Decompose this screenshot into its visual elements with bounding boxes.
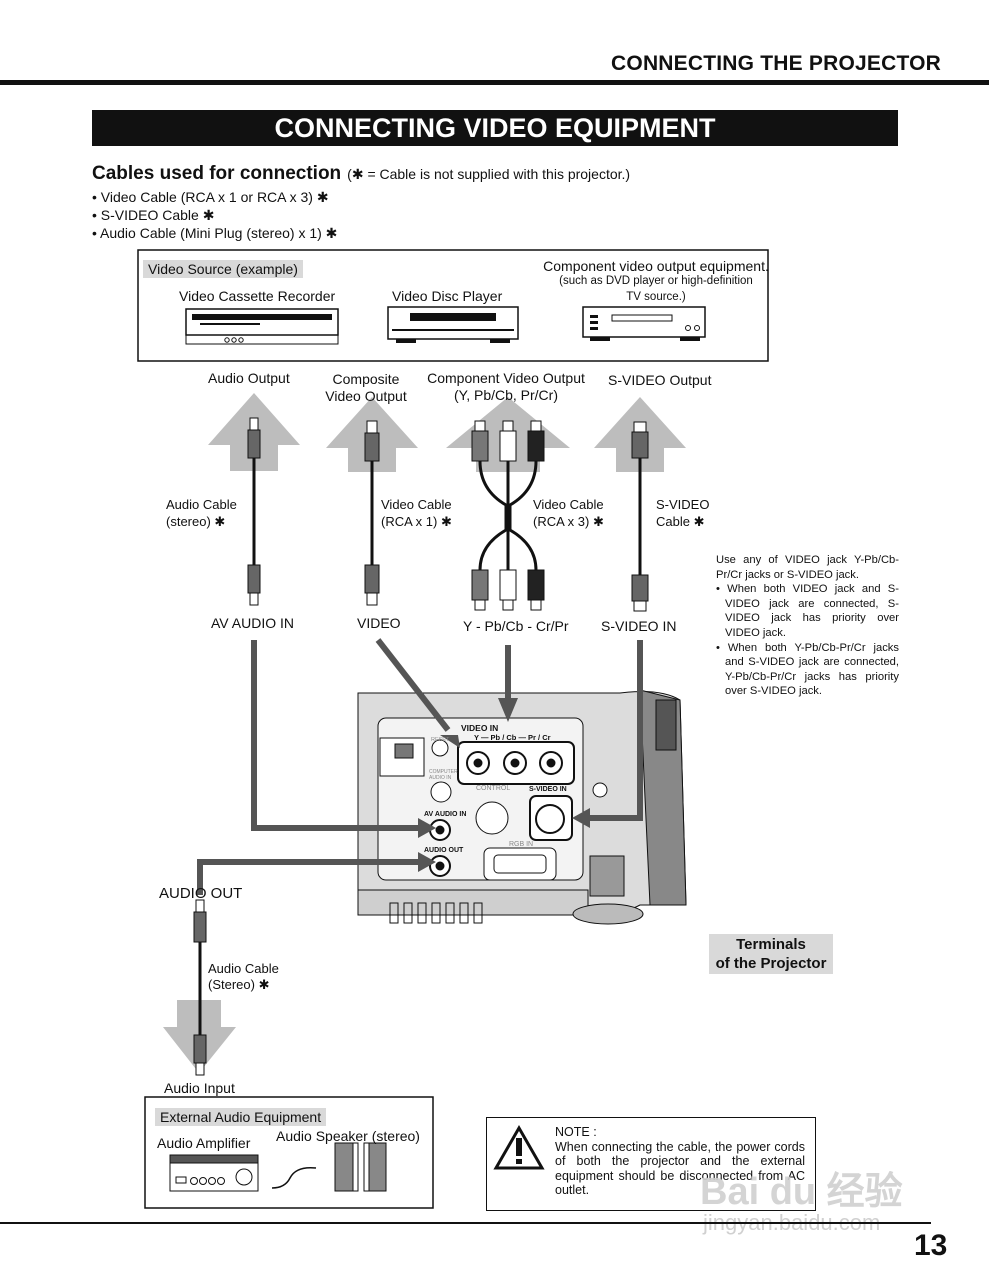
connection-arrowheads (418, 698, 590, 872)
panel-computer-audio-label-2: AUDIO IN (429, 775, 452, 781)
cable-item-svideo: • S-VIDEO Cable ✱ (92, 207, 215, 223)
audio-out-cable (193, 899, 207, 1076)
audio-amplifier-label: Audio Amplifier (157, 1135, 251, 1151)
side-note-bullet-2: • When both Y-Pb/Cb-Pr/Cr jacks and S-VI… (716, 641, 899, 698)
video-source-tag: Video Source (example) (143, 260, 303, 278)
panel-audio-out-label: AUDIO OUT (424, 847, 464, 854)
projector-illustration (357, 689, 687, 925)
audio-speaker-label: Audio Speaker (stereo) (276, 1128, 420, 1144)
section-header: CONNECTING THE PROJECTOR (611, 52, 941, 75)
video-cable-rca1-label-1: Video Cable (381, 497, 452, 512)
panel-reset-label: RESET (431, 737, 450, 743)
cables-heading-text: Cables used for connection (92, 163, 342, 184)
disc-player-label: Video Disc Player (392, 288, 503, 304)
external-audio-tag: External Audio Equipment (155, 1108, 327, 1126)
audio-cable-label-1: Audio Cable (166, 497, 237, 512)
header-rule (0, 80, 989, 85)
vcr-device-icon (185, 308, 339, 345)
output-arrows (208, 393, 686, 472)
composite-output-label-2: Video Output (325, 388, 407, 404)
component-in-label: Y - Pb/Cb - Cr/Pr (463, 618, 569, 634)
video-cable-rca3-label-2: (RCA x 3) ✱ (533, 514, 604, 529)
disc-player-icon (387, 306, 519, 343)
component-cable (471, 420, 545, 611)
svideo-cable-label-2: Cable ✱ (656, 514, 705, 529)
watermark-brand: Bai du 经验 (700, 1171, 903, 1213)
audio-out-cable-label-1: Audio Cable (208, 961, 279, 976)
component-output-label-2: (Y, Pb/Cb, Pr/Cr) (454, 387, 558, 403)
vcr-label: Video Cassette Recorder (179, 288, 336, 304)
svideo-in-label: S-VIDEO IN (601, 618, 677, 634)
component-equipment-label: Component video output equipment. (543, 258, 769, 274)
svideo-cable-label-1: S-VIDEO (656, 497, 710, 512)
panel-av-audio-in-label: AV AUDIO IN (424, 811, 467, 818)
amplifier-icon (169, 1154, 259, 1192)
page-number: 13 (914, 1229, 948, 1262)
component-equipment-sub1: (such as DVD player or high-definition (559, 275, 753, 287)
cables-heading: Cables used for connection (✱ = Cable is … (92, 163, 630, 185)
panel-rgb-in-label: RGB IN (509, 841, 534, 848)
warning-icon (493, 1124, 545, 1170)
cable-item-audio: • Audio Cable (Mini Plug (stereo) x 1) ✱ (92, 225, 338, 241)
component-output-label-1: Component Video Output (427, 370, 585, 386)
audio-input-label: Audio Input (164, 1080, 235, 1096)
panel-computer-audio-label-1: COMPUTER (429, 769, 458, 775)
cables-note: (✱ = Cable is not supplied with this pro… (347, 166, 631, 182)
video-cable-rca3-label-1: Video Cable (533, 497, 604, 512)
video-in-label: VIDEO (357, 615, 401, 631)
video-source-box (137, 249, 769, 362)
terminals-label-1: Terminals (736, 936, 806, 953)
av-audio-in-label: AV AUDIO IN (211, 615, 294, 631)
svideo-output-label: S-VIDEO Output (608, 372, 712, 388)
note-box (486, 1117, 816, 1211)
note-body: When connecting the cable, the power cor… (555, 1139, 805, 1198)
side-note-bullet-1: • When both VIDEO jack and S-VIDEO jack … (716, 583, 899, 639)
audio-cable-plug (247, 417, 261, 606)
page-title: CONNECTING VIDEO EQUIPMENT (92, 110, 898, 146)
terminals-label: Terminals of the Projector (709, 934, 833, 974)
speaker-icon (334, 1142, 387, 1192)
component-equipment-sub2: TV source.) (626, 291, 686, 303)
panel-video-in-label: VIDEO IN (461, 723, 499, 733)
audio-cable-label-2: (stereo) ✱ (166, 514, 226, 529)
composite-cable (364, 420, 380, 606)
composite-output-label-1: Composite (332, 371, 400, 387)
panel-control-label: CONTROL (476, 785, 511, 792)
note-heading: NOTE : (555, 1125, 597, 1139)
cable-item-video: • Video Cable (RCA x 1 or RCA x 3) ✱ (92, 189, 329, 205)
audio-output-label: Audio Output (208, 370, 290, 386)
audio-out-cable-label-2: (Stereo) ✱ (208, 977, 270, 992)
panel-ypbpr-label: Y — Pb / Cb — Pr / Cr (474, 733, 551, 742)
footer-rule (0, 1222, 931, 1224)
video-cable-rca1-label-2: (RCA x 1) ✱ (381, 514, 452, 529)
panel-svideo-in-label: S-VIDEO IN (529, 786, 567, 793)
connection-lines (197, 638, 643, 895)
speaker-wire (271, 1166, 317, 1189)
terminals-label-2: of the Projector (715, 955, 827, 972)
note-text-block: NOTE : When connecting the cable, the po… (555, 1125, 805, 1198)
svideo-cable (631, 421, 649, 612)
side-note: Use any of VIDEO jack Y-Pb/Cb-Pr/Cr jack… (716, 553, 899, 699)
audio-out-label: AUDIO OUT (159, 885, 243, 902)
external-audio-box (144, 1096, 434, 1209)
dvd-player-icon (582, 306, 706, 341)
side-note-intro: Use any of VIDEO jack Y-Pb/Cb-Pr/Cr jack… (716, 554, 899, 581)
